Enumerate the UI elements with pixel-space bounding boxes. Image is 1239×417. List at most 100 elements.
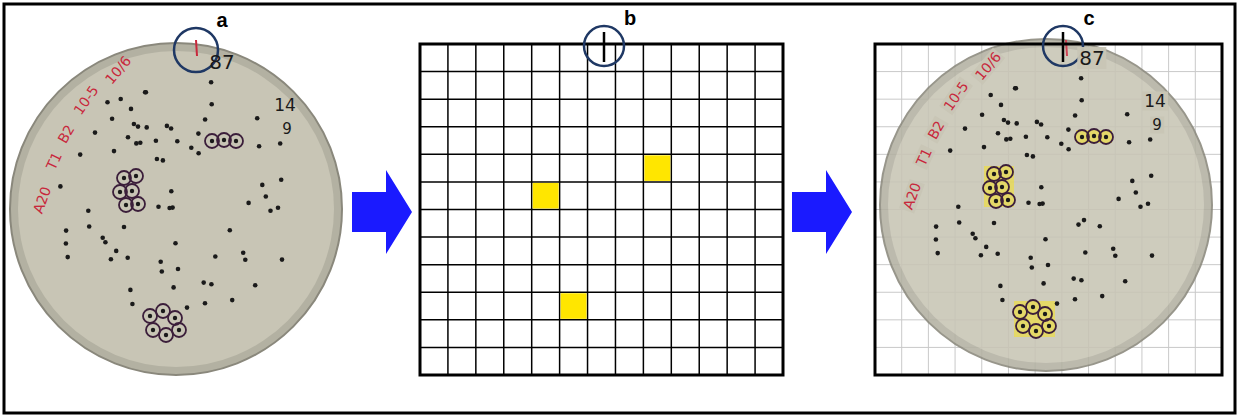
colony [1031,305,1035,309]
colony [177,328,181,332]
colony-ring [143,309,157,323]
petri-dish [880,39,1212,371]
colony [1066,127,1071,132]
colony [209,282,214,287]
picked-cell [533,183,559,209]
colony-ring [1016,319,1030,333]
colony [110,116,115,121]
colony [189,145,194,150]
picked-cell [984,166,1014,207]
colony [122,176,126,180]
colony [1076,222,1081,227]
colony [1018,310,1022,314]
colony-circles [983,129,1113,338]
colony [1149,173,1154,178]
colony [1043,312,1047,316]
colony [1024,134,1029,139]
colony [165,124,170,129]
colony [1000,298,1005,303]
colony [1041,281,1046,286]
colony [973,236,978,241]
colony [246,201,251,206]
colony [114,249,119,254]
colony-ring [146,323,160,337]
picked-cell [561,293,587,319]
colony [124,203,128,207]
plate-note: 10-5 [71,83,101,117]
colony [1116,197,1121,202]
colony [173,316,177,320]
colony [984,245,989,250]
colonies [58,80,284,310]
colony [1037,202,1042,207]
colony [1073,297,1078,302]
colony [138,140,143,145]
colony [93,130,98,135]
colony [998,284,1003,289]
colony [64,228,69,233]
plate-note: 9 [1150,117,1164,134]
colony [203,117,208,122]
colony [100,235,105,240]
plate-note: A20 [31,185,54,216]
grid-line [420,347,783,349]
colony [280,257,285,262]
colony [1073,113,1078,118]
colony [1000,185,1004,189]
colony [154,138,159,143]
colony [143,90,148,95]
colony [136,202,140,206]
colony [1123,279,1128,284]
colony [161,309,165,313]
colony [1092,134,1096,138]
colony [1148,137,1153,142]
colony [213,254,218,259]
colony [988,186,992,190]
colony [243,258,248,263]
colony [122,225,127,230]
colony [109,257,114,262]
colony [175,139,180,144]
colony [1150,253,1155,258]
colony [1004,170,1008,174]
flow-arrow [352,170,412,254]
colony [201,280,206,285]
colony [1100,294,1105,299]
plate-note: 87 [1077,47,1106,69]
colony [105,100,110,105]
colony [173,241,178,246]
plate-note: T1 [44,150,64,172]
callout-letter: c [1083,8,1094,28]
outer-frame [4,4,1235,413]
colony [1083,250,1088,255]
colony-ring [131,197,145,211]
colony [148,314,152,318]
plate-note: 14 [1142,92,1168,111]
colony [1031,154,1036,159]
grid-line [420,209,783,211]
colony [176,267,181,272]
colony-circles [113,133,243,342]
petri-dish [10,40,342,375]
colony [1104,135,1108,139]
colony [230,298,235,303]
plate-note: 87 [209,52,234,72]
colony [1045,135,1050,140]
colony [78,152,83,157]
plate-note: 10/6 [970,47,1005,84]
colony [1025,153,1030,158]
colony [87,224,92,229]
colony [982,145,987,150]
colony [196,131,201,136]
colony [118,190,122,194]
colony [1113,254,1118,259]
colony [957,220,962,225]
colony [257,144,262,149]
orientation-mark [196,40,197,56]
colony [956,205,961,210]
grid-line [420,292,783,294]
colony [1046,263,1051,268]
callout-letter: b [624,8,636,28]
colony [979,253,984,258]
grid-line [420,236,783,238]
